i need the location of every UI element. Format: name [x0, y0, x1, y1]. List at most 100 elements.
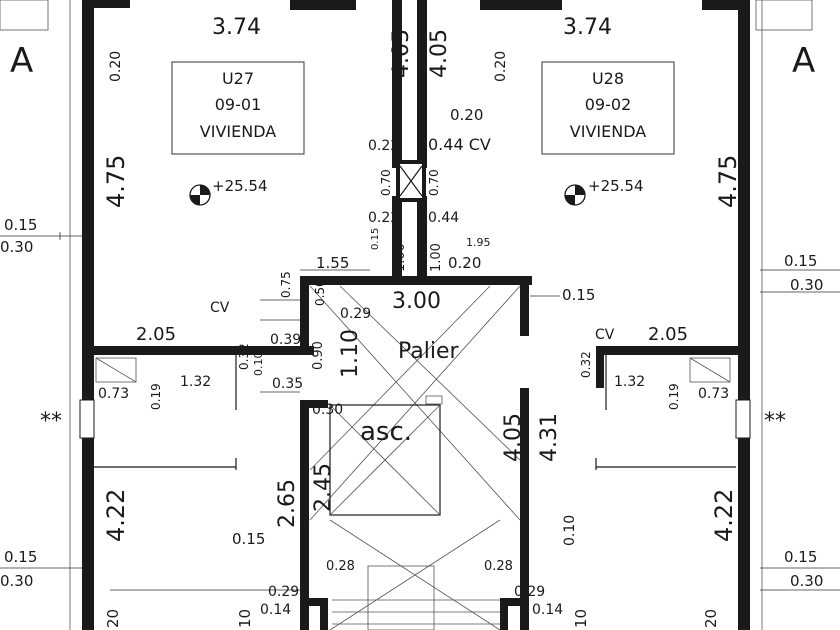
dim-text: 0.10 [252, 352, 265, 377]
dim-text: 0.15 [562, 286, 595, 304]
stair-right-wall [520, 388, 529, 630]
dim-text: 0.29 [340, 306, 371, 322]
dim-text: 10 [572, 609, 590, 628]
section-mark-left: A [10, 41, 33, 81]
stair-left-wall [300, 400, 309, 630]
dim-text: 3.00 [392, 289, 441, 314]
unit-use: VIVIENDA [570, 122, 646, 141]
level-value: +25.54 [588, 177, 644, 195]
unit-number: 09-02 [585, 95, 632, 114]
landing-top-wall [300, 276, 532, 285]
dim-text: 0.14 [260, 602, 291, 618]
dim-text: 0.30 [312, 402, 343, 418]
unit-use: VIVIENDA [200, 122, 276, 141]
dim-text: 2.05 [648, 324, 688, 345]
unit-code: U28 [592, 69, 624, 88]
dim-text: 1.10 [338, 329, 363, 378]
dim-text: 4.22 [102, 489, 130, 542]
unit-label-u27: U27 09-01 VIVIENDA [171, 61, 305, 155]
landing-right-wall [520, 276, 529, 336]
dim-text: 4.05 [501, 413, 526, 462]
dim-text: 4.75 [714, 155, 742, 208]
dim-text: 0.30 [0, 238, 33, 256]
right-corridor-wall [596, 346, 740, 355]
level-marker-right: +25.54 [564, 177, 644, 206]
party-wall-left [392, 0, 402, 168]
window-left [79, 399, 95, 439]
section-mark-right: A [792, 41, 815, 81]
unit-number: 09-01 [215, 95, 262, 114]
dim-text: 0.19 [667, 383, 681, 410]
dim-text: 0.30 [0, 572, 33, 590]
dim-text: 0.15 [784, 548, 817, 566]
unit-label-u28: U28 09-02 VIVIENDA [541, 61, 675, 155]
dim-text: 0.15 [4, 216, 37, 234]
dim-text: 0.15 [784, 252, 817, 270]
dim-text: 0.44 [428, 210, 459, 226]
tag-cv-duct: 0.44 CV [428, 135, 491, 154]
left-corridor-wall [92, 346, 314, 355]
room-label-elevator: asc. [360, 417, 412, 447]
party-wall-right [417, 0, 427, 168]
dim-text: 1.00 [429, 243, 444, 272]
walls [79, 0, 751, 630]
dim-text: 4.31 [537, 413, 562, 462]
dim-text: 0.28 [326, 559, 355, 574]
right-facade-wall [738, 0, 750, 630]
dim-text: 0.28 [484, 559, 513, 574]
dim-text: 4.22 [710, 489, 738, 542]
top-wall-segment [82, 0, 130, 8]
dim-text: 2.05 [136, 324, 176, 345]
stair-bottom-post-left [320, 600, 328, 630]
dim-text: 0.20 [448, 254, 481, 272]
party-wall-left-lower [392, 196, 402, 280]
stair-bottom-stub-left [300, 598, 328, 606]
dim-text: 0.32 [579, 351, 593, 378]
dim-text: 2.45 [311, 463, 336, 512]
dim-text: 0.30 [790, 572, 823, 590]
dim-text: 0.70 [379, 169, 393, 196]
top-wall-segment [290, 0, 356, 10]
dim-text: 0.73 [98, 386, 129, 402]
dim-text: 2.65 [275, 479, 300, 528]
dim-text: 4.05 [427, 29, 452, 78]
dim-text: 0.20 [493, 51, 509, 82]
dim-text: 0.32 [237, 343, 251, 370]
tag-cv-left: CV [210, 300, 230, 316]
dim-text: 20 [702, 609, 720, 628]
thin-lines [0, 0, 813, 630]
dim-text: 10 [236, 609, 254, 628]
dim-text: 0.39 [270, 332, 301, 348]
dim-text: 0.70 [427, 169, 441, 196]
dim-text: 3.74 [212, 15, 261, 40]
right-door-jamb [596, 346, 604, 388]
level-marker-left: +25.54 [189, 177, 268, 206]
dim-text: 0.15 [370, 228, 381, 250]
dim-text: 0.50 [313, 279, 327, 306]
stair-bottom-stub-right [500, 598, 528, 606]
dim-text: 0.90 [311, 341, 326, 370]
dim-text: 1.32 [180, 374, 211, 390]
left-facade-wall [82, 0, 94, 630]
dim-text: 0.19 [149, 383, 163, 410]
double-star-right: ** [764, 409, 786, 434]
dim-text: 0.10 [562, 515, 578, 546]
window-right [735, 399, 751, 439]
unit-code: U27 [222, 69, 254, 88]
dim-text: 0.15 [232, 530, 265, 548]
dimension-texts: 3.74 3.74 0.20 0.20 4.75 4.75 4.05 4.05 … [0, 15, 823, 628]
dim-text: 0.20 [108, 51, 124, 82]
dim-text: 20 [104, 609, 122, 628]
stair-top-stub [300, 400, 328, 408]
dim-text: 0.22 [368, 210, 399, 226]
dim-text: 0.15 [4, 548, 37, 566]
dim-text: 0.30 [790, 276, 823, 294]
dim-text: 0.35 [272, 376, 303, 392]
dim-text: 4.05 [389, 29, 414, 78]
dim-text: 0.73 [698, 386, 729, 402]
top-wall-segment [480, 0, 562, 10]
elevator-shaft [329, 404, 441, 516]
dim-text: 0.75 [279, 271, 293, 298]
level-value: +25.54 [212, 177, 268, 195]
